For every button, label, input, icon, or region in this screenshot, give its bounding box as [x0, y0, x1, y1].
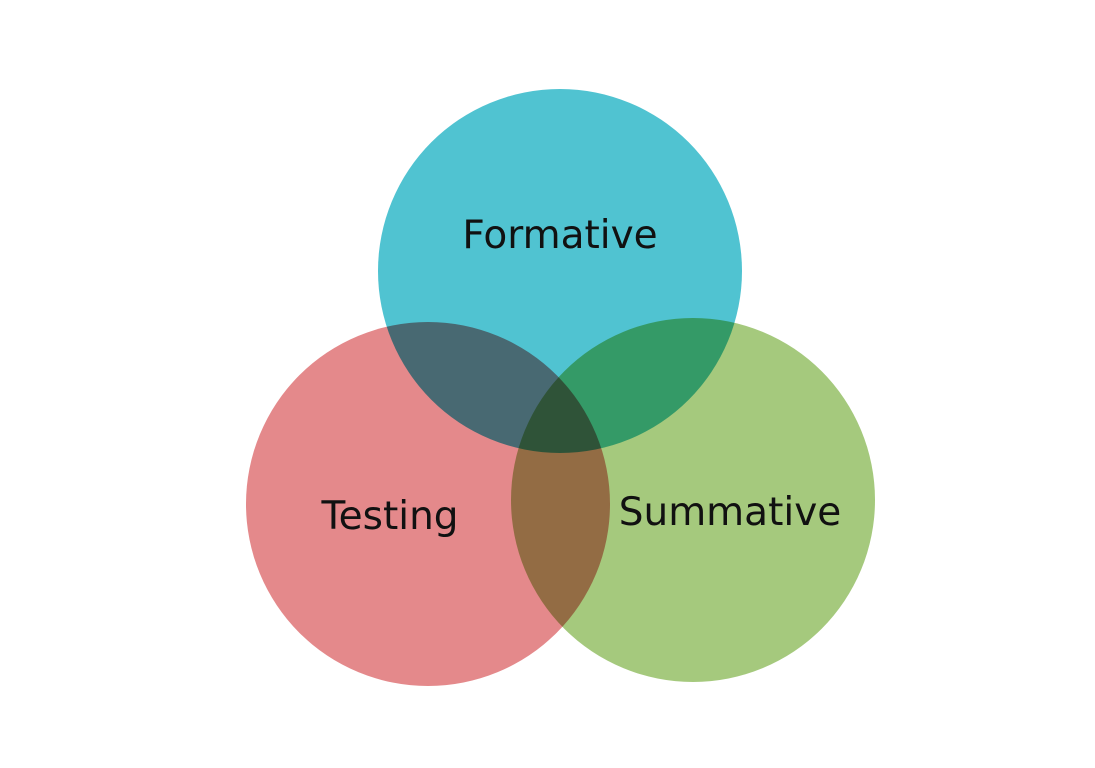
label-formative: Formative	[462, 213, 657, 258]
label-testing: Testing	[320, 494, 458, 539]
label-summative: Summative	[619, 490, 842, 535]
circle-testing	[246, 322, 610, 686]
labels-group: Formative Testing Summative	[320, 213, 841, 539]
circles-group	[246, 89, 875, 686]
circle-summative	[511, 318, 875, 682]
